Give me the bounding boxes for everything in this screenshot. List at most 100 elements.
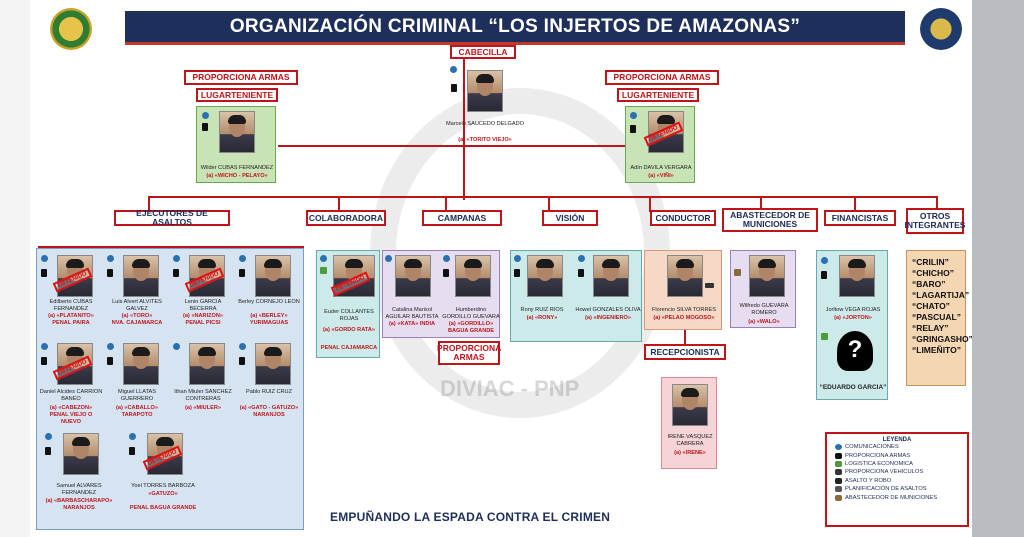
member-name: Lenin GARCIA BECERRA	[184, 299, 222, 312]
right-border	[972, 0, 1024, 537]
legend-item: ABASTECEDOR DE MUNICIONES	[835, 493, 967, 501]
connector-line	[760, 196, 762, 212]
member-card: DETENIDO Yoel TORRES BARBOZA «GATUZO» PE…	[123, 431, 203, 517]
arma-icon	[514, 269, 520, 277]
label-vision: VISIÓN	[542, 210, 598, 226]
municiones-icon	[835, 494, 842, 501]
legend-item: PROPORCIONA ARMAS	[835, 451, 967, 459]
comunicaciones-icon	[173, 255, 180, 262]
nickname: “PASCUAL”	[912, 312, 961, 322]
planificacion-icon	[835, 486, 842, 493]
arma-icon	[107, 269, 113, 277]
municiones-icon	[734, 269, 741, 276]
group-colaboradora: DETENIDO Euder COLLANTES ROJAS (a) «GORD…	[316, 250, 380, 358]
label-recepcionista: RECEPCIONISTA	[644, 344, 726, 360]
connector-line	[445, 196, 447, 212]
member-photo	[189, 343, 225, 385]
page-title: ORGANIZACIÓN CRIMINAL “LOS INJERTOS DE A…	[125, 11, 905, 45]
member-photo	[123, 255, 159, 297]
member-alias: (a) «TORO»	[121, 313, 153, 319]
member-card: Pablo RUIZ CRUZ (a) «GATO - GATUZO» NARA…	[237, 341, 301, 427]
legend-label: PROPORCIONA VEHICULOS	[845, 469, 924, 476]
member-name: Jorltow VEGA ROJAS	[825, 307, 881, 313]
lieutenant-left-alias: (a) «WICHO - PELAYO»	[206, 173, 268, 179]
member-card: Rony RUIZ RIOS (a) «RONY»	[511, 251, 573, 343]
group-campanas: Catalina Marisol AGUILAR BAUTISTA (a) «K…	[382, 250, 500, 338]
comunicaciones-icon	[821, 257, 828, 264]
org-chart-slide: DIVIAC - PNP ORGANIZACIÓN CRIMINAL “LOS …	[30, 0, 972, 537]
member-name: Catalina Marisol AGUILAR BAUTISTA	[385, 307, 439, 320]
arma-icon	[835, 452, 842, 459]
label-colaboradora: COLABORADORA	[306, 210, 386, 226]
comunicaciones-icon	[578, 255, 585, 262]
legend-label: COMUNICACIONES	[845, 444, 899, 451]
member-card: Luis Alvert ALVITES GALVEZ (a) «TORO» NV…	[105, 253, 169, 333]
connector-line	[148, 196, 936, 198]
arma-icon	[45, 447, 51, 455]
legend-item: PROPORCIONA VEHICULOS	[835, 468, 967, 476]
connector-line	[463, 55, 465, 200]
comunicaciones-icon	[202, 112, 209, 119]
nickname: “CHATO”	[912, 301, 950, 311]
legend-label: PLANIFICACIÓN DE ASALTOS	[845, 486, 927, 493]
member-place: PENAL PICSI	[185, 320, 221, 326]
arma-icon	[821, 271, 827, 279]
member-name: Howel GONZALES OLIVA	[575, 307, 641, 313]
nickname: “LIMEÑITO”	[912, 345, 961, 355]
member-name: Wilfredo GUEVARA ROMERO	[739, 303, 789, 316]
member-photo	[123, 343, 159, 385]
member-alias: (a) «CABEZON»	[49, 405, 93, 411]
comunicaciones-icon	[443, 255, 450, 262]
group-financistas: Jorltow VEGA ROJAS (a) «JORTON» ? “EDUAR…	[816, 250, 888, 400]
vehiculo-icon	[835, 469, 842, 476]
member-photo	[455, 255, 491, 297]
connector-line	[38, 246, 304, 248]
member-card: DETENIDO Edilberto CUBAS FERNANDEZ (a) «…	[39, 253, 103, 333]
arma-icon	[239, 357, 245, 365]
member-alias: (a) «GORDILLO»	[448, 321, 494, 327]
pnp-logo-icon	[50, 8, 92, 50]
member-photo	[333, 255, 375, 297]
group-vision: Rony RUIZ RIOS (a) «RONY» Howel GONZALES…	[510, 250, 642, 342]
member-alias: (a) «RONY»	[526, 315, 558, 321]
arma-icon	[129, 447, 135, 455]
member-place: TARAPOTO	[121, 412, 153, 418]
label-conductor: CONDUCTOR	[650, 210, 716, 226]
logistica-icon	[320, 267, 327, 274]
member-alias: (a) «PELAO MOGOSO»	[653, 315, 715, 321]
arma-icon	[41, 357, 47, 365]
member-place: PENAL BAGUA GRANDE	[129, 505, 197, 511]
member-alias: (a) «WALO»	[748, 319, 780, 325]
group-conductor: Florencio SILVA TORRES (a) «PELAO MOGOSO…	[644, 250, 722, 330]
comunicaciones-icon	[385, 255, 392, 262]
lieutenant-right-photo	[648, 111, 684, 153]
comunicaciones-icon	[835, 444, 842, 451]
arma-icon	[239, 269, 245, 277]
connector-line	[684, 330, 686, 352]
member-place: PENAL VIEJO O NUEVO	[49, 412, 93, 425]
nickname: “LAGARTIJA”	[912, 290, 970, 300]
card-lieutenant-right: DETENIDO Adín DAVILA VERGARA (a) «VIÑI»	[625, 106, 695, 183]
group-otros: “CRILIN” “CHICHO” “BARO” “LAGARTIJA” “CH…	[906, 250, 972, 386]
member-card: Catalina Marisol AGUILAR BAUTISTA (a) «K…	[383, 251, 441, 339]
member-alias: (a) «BERLEY»	[250, 313, 288, 319]
member-photo	[255, 343, 291, 385]
member-photo	[839, 255, 875, 297]
member-place: YURIMAGUAS	[249, 320, 289, 326]
slogan: EMPUÑANDO LA ESPADA CONTRA EL CRIMEN	[330, 510, 611, 524]
arma-icon	[41, 269, 47, 277]
lieutenant-right-alias: (a) «VIÑI»	[648, 173, 674, 179]
arma-icon	[107, 357, 113, 365]
arma-icon	[578, 269, 584, 277]
member-photo	[189, 255, 225, 297]
member-alias: (a) «INGENIERO»	[584, 315, 631, 321]
comunicaciones-icon	[41, 255, 48, 262]
comunicaciones-icon	[173, 343, 180, 350]
member-alias: «GATUZO»	[148, 491, 178, 497]
member-name: Florencio SILVA TORRES	[652, 307, 716, 313]
member-photo	[147, 433, 183, 475]
member-name: Edilberto CUBAS FERNANDEZ	[49, 299, 93, 312]
member-photo	[57, 343, 93, 385]
member-card: Humberdino GORDILLO GUEVARA (a) «GORDILL…	[441, 251, 501, 339]
member-photo	[672, 384, 708, 426]
